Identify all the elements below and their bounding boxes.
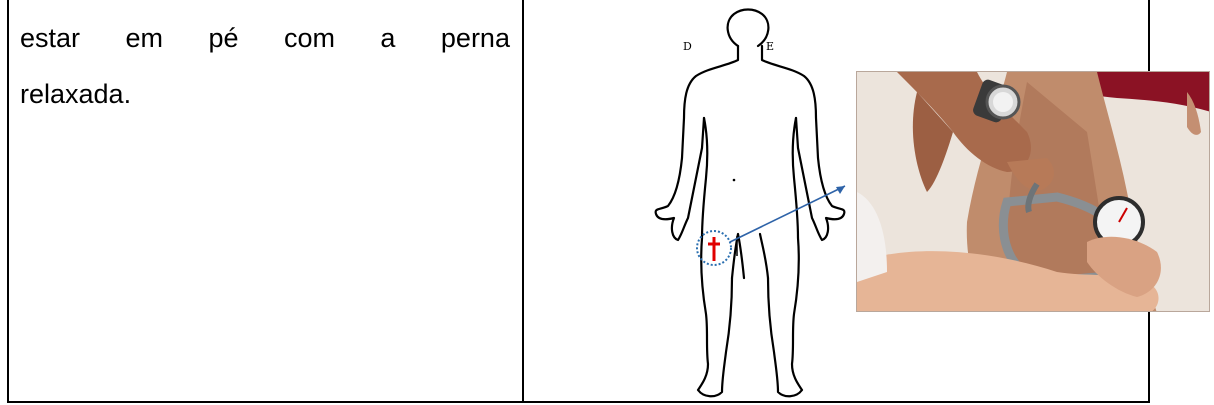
word: pé bbox=[208, 10, 238, 66]
word: em bbox=[125, 10, 163, 66]
word: perna bbox=[441, 10, 510, 66]
instruction-line-2: relaxada. bbox=[20, 66, 510, 122]
caliper-photo-illustration bbox=[857, 72, 1210, 312]
instruction-line-1: estar em pé com a perna bbox=[20, 10, 510, 66]
word: com bbox=[284, 10, 335, 66]
word: a bbox=[380, 10, 395, 66]
left-side-label: E bbox=[766, 40, 774, 53]
pointer-arrow-line bbox=[730, 186, 845, 242]
caliper-photo bbox=[856, 71, 1210, 312]
measurement-annotation bbox=[690, 170, 860, 280]
column-divider bbox=[522, 0, 524, 403]
right-side-label: D bbox=[683, 40, 692, 53]
word: estar bbox=[20, 10, 80, 66]
instruction-text-cell: estar em pé com a perna relaxada. bbox=[20, 10, 510, 122]
